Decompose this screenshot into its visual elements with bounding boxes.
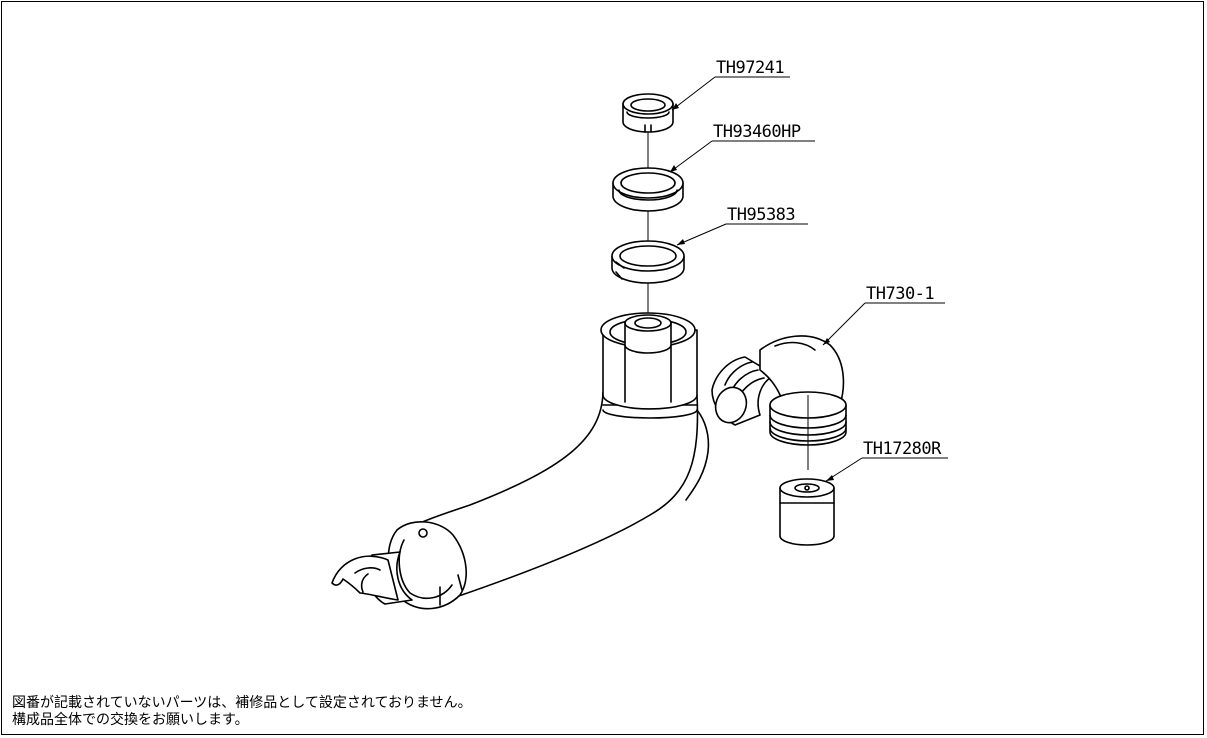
footnote-line-2: 構成品全体での交換をお願いします。 — [12, 712, 249, 728]
seal-ring-part — [612, 167, 684, 212]
part-label-p4: TH730-1 — [866, 284, 934, 304]
leader-p3 — [676, 223, 808, 246]
elbow-part — [711, 335, 847, 470]
spout-body — [331, 312, 710, 610]
part-label-p5: TH17280R — [863, 439, 942, 459]
footnote: 図番が記載されていないパーツは、補修品として設定されておりません。 構成品全体で… — [12, 695, 472, 729]
leader-p5 — [825, 457, 948, 482]
leader-p2 — [669, 140, 815, 173]
footnote-line-1: 図番が記載されていないパーツは、補修品として設定されておりません。 — [12, 695, 472, 711]
leader-p1 — [671, 76, 790, 111]
cartridge-part — [779, 478, 835, 546]
leader-p4 — [822, 302, 945, 346]
part-label-p1: TH97241 — [716, 58, 784, 78]
part-label-p3: TH95383 — [727, 205, 795, 225]
split-ring-part — [611, 240, 685, 284]
part-label-p2: TH93460HP — [713, 122, 801, 142]
ring-cap-part — [622, 93, 674, 133]
